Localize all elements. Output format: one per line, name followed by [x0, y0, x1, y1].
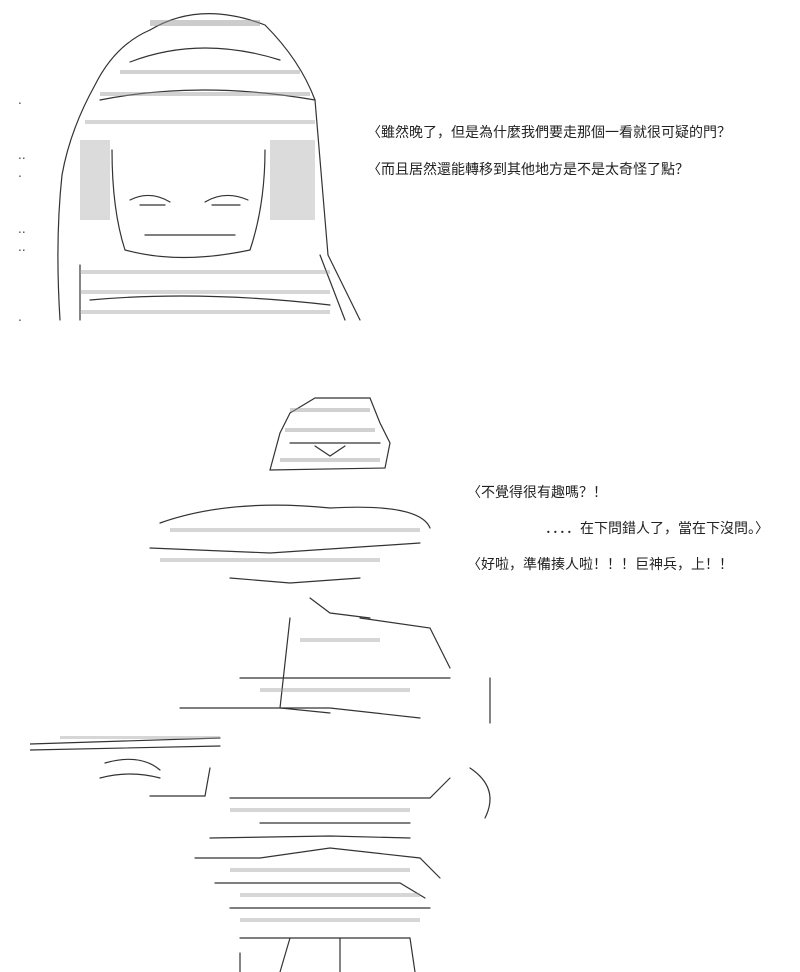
dialogue-line: 〈而且居然還能轉移到其他地方是不是太奇怪了點？ — [367, 162, 689, 178]
dialogue-line: ．．．．在下問錯人了，當在下沒問。〉 — [545, 521, 769, 537]
edge-dot: .. — [18, 148, 26, 162]
edge-dot: . — [18, 310, 22, 324]
edge-dot: .. — [18, 240, 26, 254]
dialogue-line: 〈好啦，準備揍人啦！！！巨神兵，上！！ — [467, 557, 733, 573]
edge-dot: . — [18, 93, 22, 107]
edge-dot: .. — [18, 222, 26, 236]
hooded-figure-art — [57, 13, 361, 321]
giant-warrior-art — [30, 397, 491, 972]
panel-top: . .. . .. .. . 〈雖然晚了，但是為什麼我們要走那個一看就很可疑的門… — [0, 0, 800, 350]
dialogue-line: 〈雖然晚了，但是為什麼我們要走那個一看就很可疑的門？ — [367, 125, 731, 141]
dialogue-line: 〈不覺得很有趣嗎？！ — [467, 485, 607, 501]
edge-dot: . — [18, 166, 22, 180]
panel-bottom: 〈不覺得很有趣嗎？！ ．．．．在下問錯人了，當在下沒問。〉 〈好啦，準備揍人啦！… — [0, 378, 800, 972]
